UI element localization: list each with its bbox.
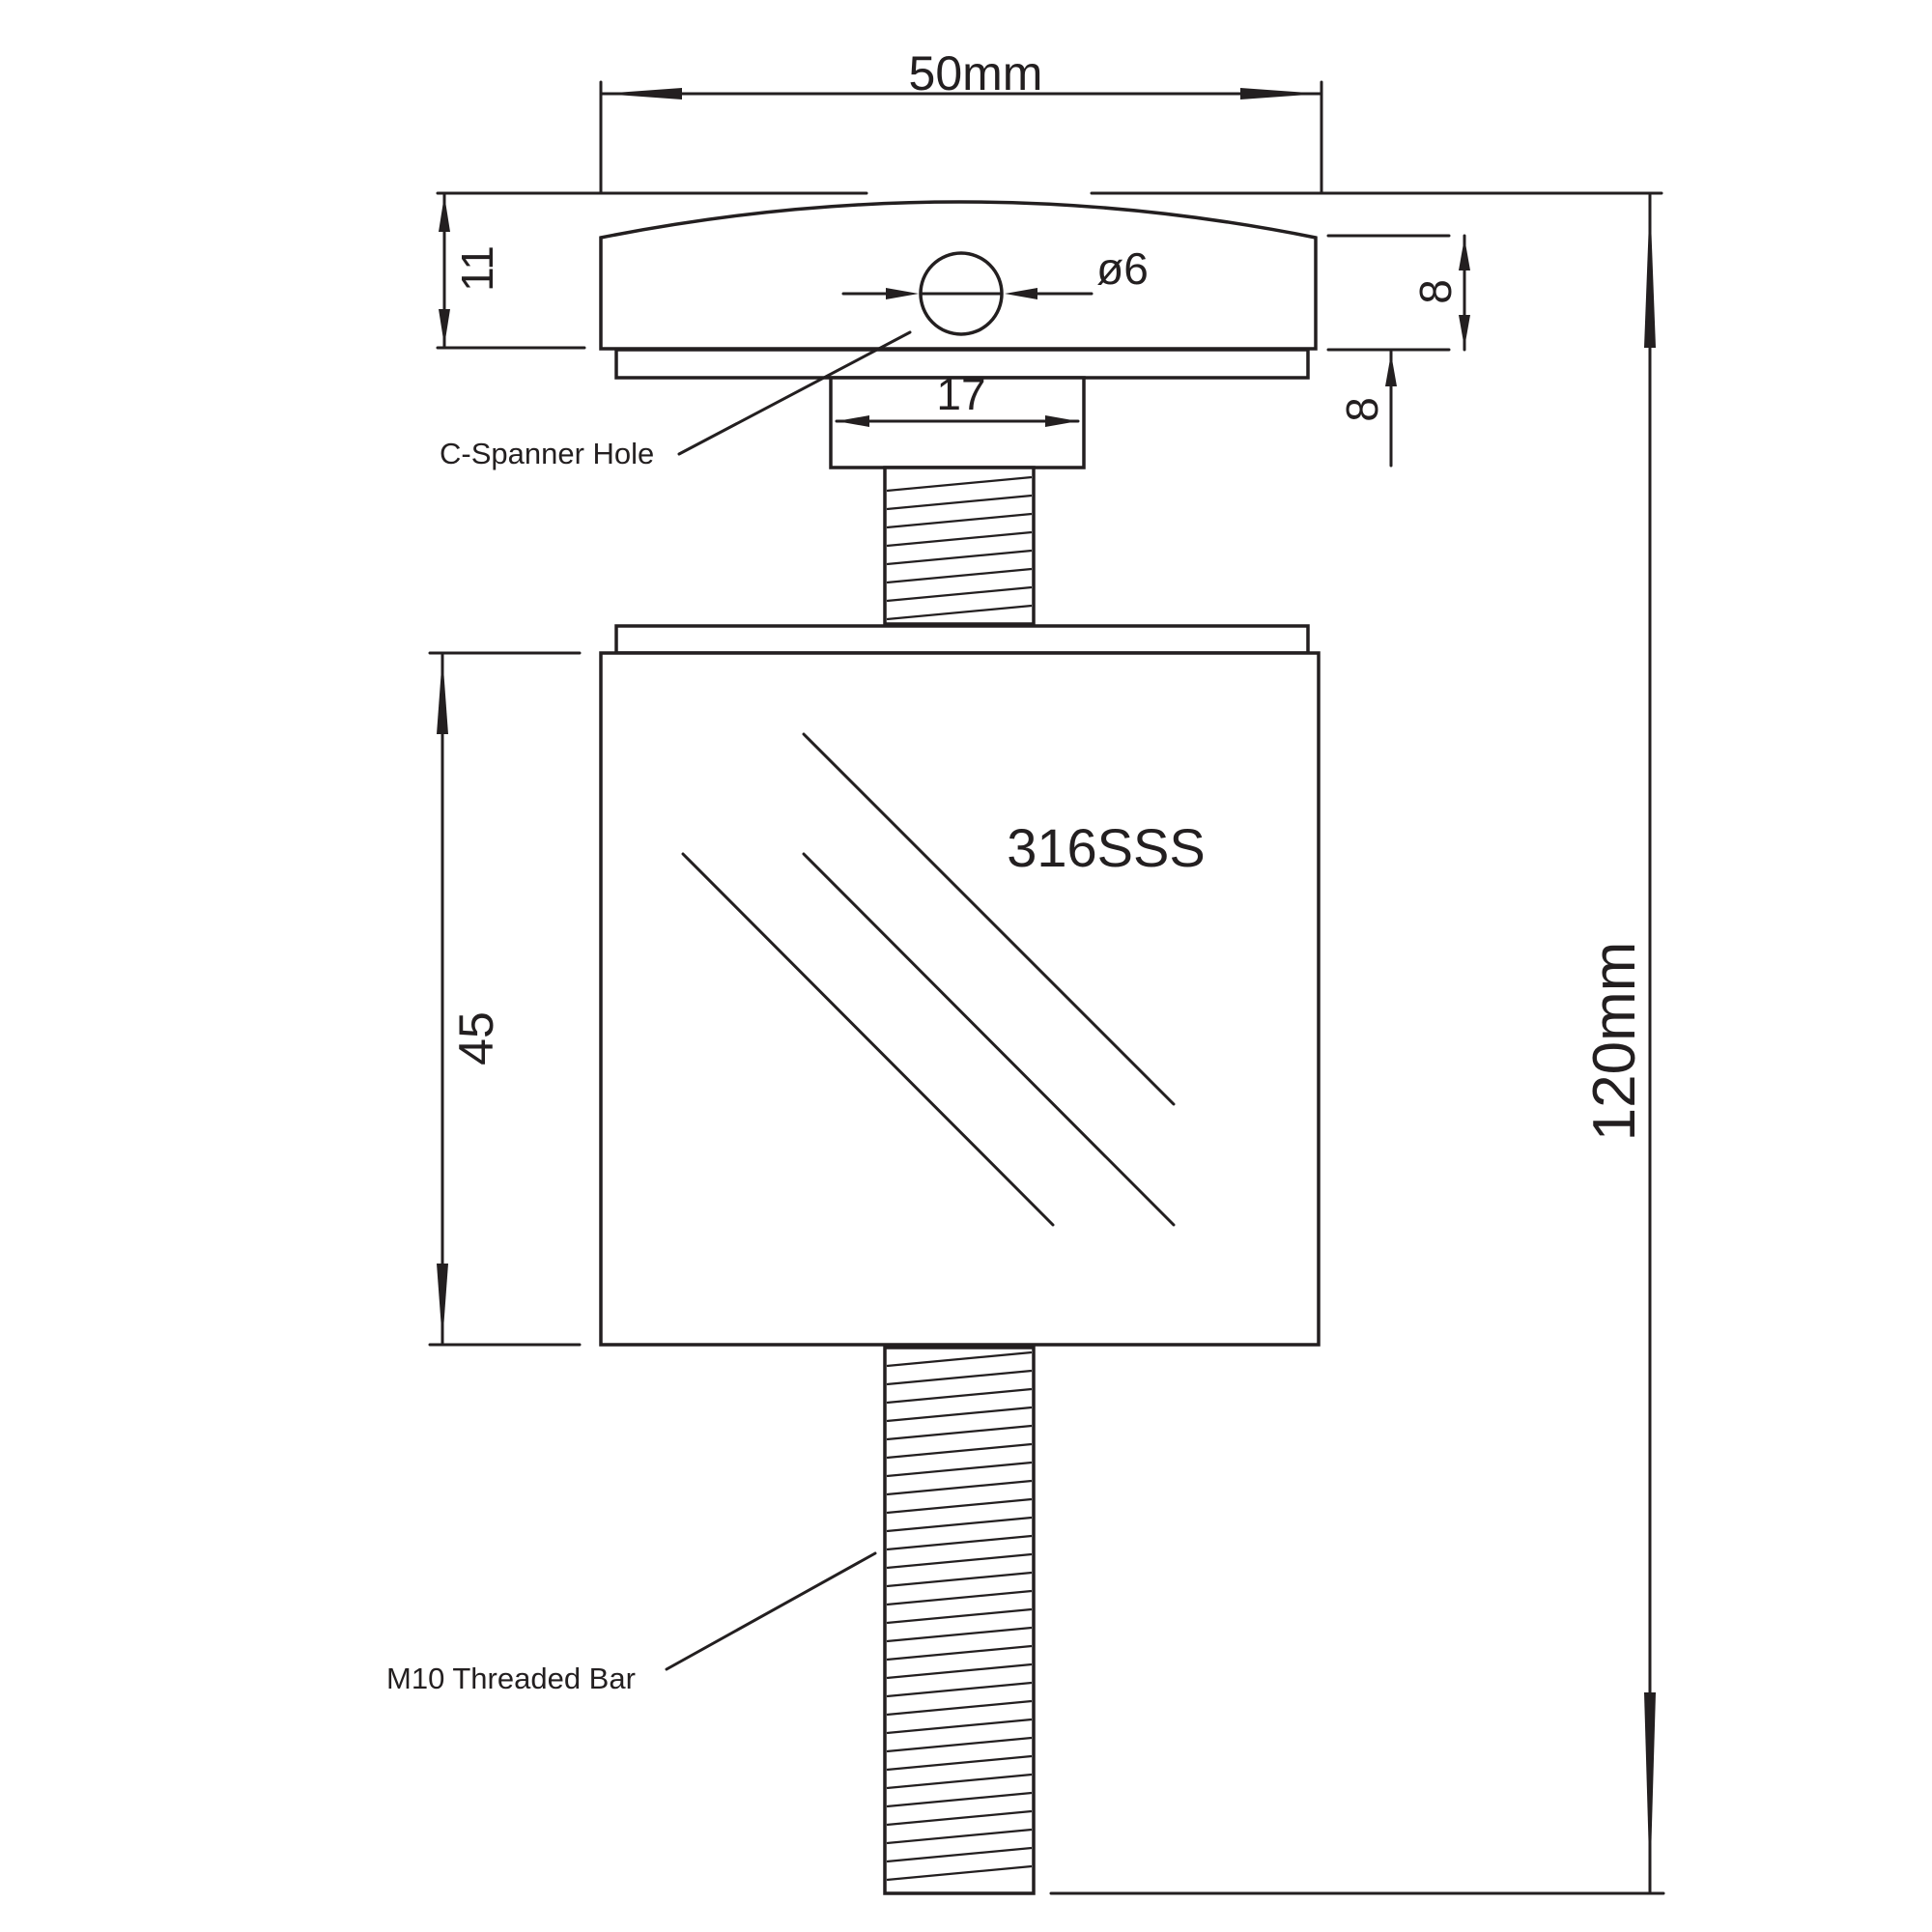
thread-line bbox=[886, 1864, 1033, 1882]
upper-thread-rod bbox=[883, 466, 1036, 626]
height-arrow-bottom bbox=[1644, 1692, 1656, 1891]
thread-line bbox=[886, 1828, 1033, 1845]
thread-line bbox=[886, 1552, 1033, 1570]
cap-right-lower-text: 8 bbox=[1337, 397, 1387, 422]
thread-line bbox=[886, 1718, 1033, 1735]
thread-line bbox=[886, 512, 1033, 529]
neck-arrow-left bbox=[837, 415, 869, 427]
thread-line bbox=[886, 1369, 1033, 1386]
hole-arrow-right bbox=[1005, 288, 1037, 299]
body-block bbox=[599, 651, 1321, 1347]
body-top-collar bbox=[614, 624, 1310, 655]
thread-line bbox=[886, 475, 1033, 493]
lower-thread-lines bbox=[886, 1350, 1033, 1882]
width-dimension: 50mm bbox=[599, 46, 1323, 195]
cap-height-arrow-bottom bbox=[439, 309, 450, 346]
reflection-line-1 bbox=[802, 732, 1176, 1106]
spanner-hole-label: C-Spanner Hole bbox=[440, 437, 654, 470]
thread-line bbox=[886, 1406, 1033, 1423]
thread-line bbox=[886, 1497, 1033, 1515]
threaded-bar-label: M10 Threaded Bar bbox=[386, 1662, 636, 1695]
thread-line bbox=[886, 494, 1033, 511]
thread-line bbox=[886, 530, 1033, 548]
spanner-hole-leader bbox=[677, 330, 912, 456]
thread-line bbox=[886, 604, 1033, 621]
cap-right-lower-arrow bbox=[1385, 354, 1397, 386]
thread-line bbox=[886, 1699, 1033, 1717]
thread-line bbox=[886, 1589, 1033, 1606]
thread-line bbox=[886, 1626, 1033, 1643]
material-label: 316SSS bbox=[1007, 817, 1206, 878]
hole-diameter-text: ø6 bbox=[1096, 243, 1149, 294]
cap-height-text: 11 bbox=[452, 245, 502, 292]
threaded-bar-leader bbox=[665, 1551, 877, 1671]
cap-right-upper-arrow-bottom bbox=[1459, 315, 1470, 348]
thread-line bbox=[886, 1791, 1033, 1808]
thread-line bbox=[886, 1846, 1033, 1863]
cap-right-dimensions: 8 8 bbox=[1326, 234, 1470, 468]
cap-height-dimension: 11 bbox=[436, 191, 586, 350]
thread-line bbox=[886, 1516, 1033, 1533]
thread-line bbox=[886, 1736, 1033, 1753]
lower-thread bbox=[883, 1346, 1036, 1895]
reflection-line-3 bbox=[681, 852, 1055, 1227]
thread-line bbox=[886, 1773, 1033, 1790]
upper-thread-lines bbox=[886, 475, 1033, 621]
reflection-line-2 bbox=[802, 852, 1176, 1227]
neck-width-dimension: 17 bbox=[835, 369, 1080, 427]
body-height-dimension: 45 bbox=[428, 651, 582, 1347]
neck-width-text: 17 bbox=[936, 369, 985, 419]
thread-line bbox=[886, 1387, 1033, 1405]
thread-line bbox=[886, 585, 1033, 603]
width-arrow-left bbox=[601, 88, 682, 99]
thread-line bbox=[886, 1571, 1033, 1588]
hole-arrow-left bbox=[886, 288, 919, 299]
spanner-hole: ø6 bbox=[841, 243, 1149, 336]
cap-right-upper-text: 8 bbox=[1410, 279, 1461, 304]
thread-line bbox=[886, 567, 1033, 584]
width-arrow-right bbox=[1240, 88, 1321, 99]
body-height-arrow-top bbox=[437, 655, 448, 734]
thread-line bbox=[886, 1809, 1033, 1827]
thread-line bbox=[886, 1644, 1033, 1662]
thread-line bbox=[886, 1479, 1033, 1496]
body-height-text: 45 bbox=[449, 1011, 503, 1065]
cap-height-arrow-top bbox=[439, 195, 450, 232]
thread-line bbox=[886, 1607, 1033, 1625]
neck-arrow-right bbox=[1045, 415, 1078, 427]
thread-line bbox=[886, 1442, 1033, 1460]
upper-thread bbox=[883, 466, 1036, 626]
height-arrow-top bbox=[1644, 195, 1656, 348]
thread-line bbox=[886, 549, 1033, 566]
thread-line bbox=[886, 1534, 1033, 1551]
thread-line bbox=[886, 1350, 1033, 1368]
thread-line bbox=[886, 1754, 1033, 1772]
thread-line bbox=[886, 1424, 1033, 1441]
thread-line bbox=[886, 1662, 1033, 1680]
thread-line bbox=[886, 1681, 1033, 1698]
width-dimension-text: 50mm bbox=[909, 46, 1043, 100]
overall-height-dimension: 120mm bbox=[1049, 193, 1665, 1895]
thread-line bbox=[886, 1461, 1033, 1478]
body-height-arrow-bottom bbox=[437, 1264, 448, 1343]
height-dimension-text: 120mm bbox=[1581, 942, 1648, 1142]
cap-right-upper-arrow-top bbox=[1459, 238, 1470, 270]
